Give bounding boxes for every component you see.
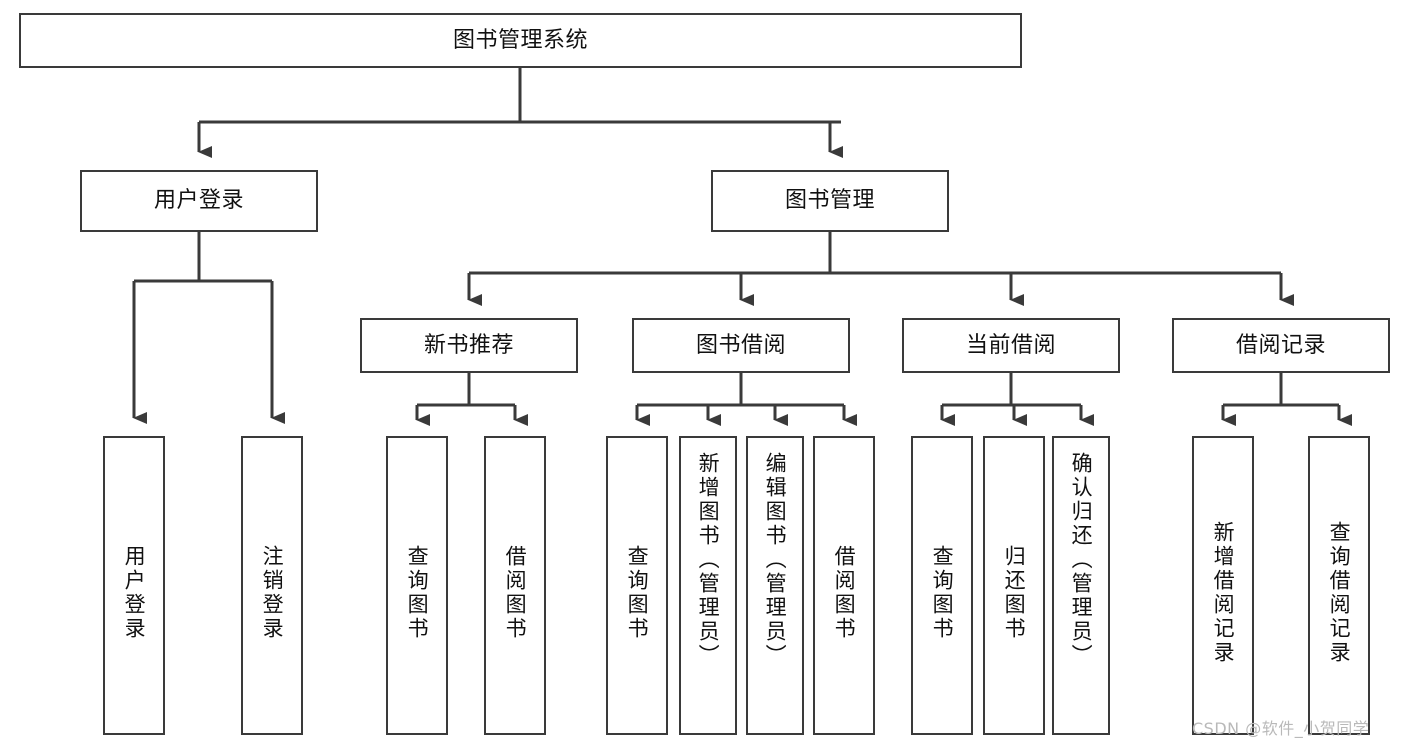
node-new-book-recommend-label: 新书推荐 — [423, 332, 514, 358]
leaf-user-login-label: 用户登录 — [122, 544, 147, 641]
leaf-query-book-rec[interactable]: 查询图书 — [386, 436, 448, 735]
leaf-query-book-borrow[interactable]: 查询图书 — [606, 436, 668, 735]
leaf-add-record-label: 新增借阅记录 — [1211, 520, 1236, 665]
node-new-book-recommend[interactable]: 新书推荐 — [360, 318, 578, 373]
node-root-label: 图书管理系统 — [452, 27, 588, 53]
leaf-query-record-label: 查询借阅记录 — [1327, 520, 1352, 665]
leaf-add-book[interactable]: 新增图书（管理员） — [679, 436, 737, 735]
leaf-edit-book[interactable]: 编辑图书（管理员） — [746, 436, 804, 735]
leaf-borrow-book-rec-label: 借阅图书 — [503, 544, 528, 641]
leaf-query-book-current[interactable]: 查询图书 — [911, 436, 973, 735]
node-user-login[interactable]: 用户登录 — [80, 170, 318, 232]
leaf-borrow-book[interactable]: 借阅图书 — [813, 436, 875, 735]
leaf-logout[interactable]: 注销登录 — [241, 436, 303, 735]
leaf-confirm-return[interactable]: 确认归还（管理员） — [1052, 436, 1110, 735]
leaf-logout-label: 注销登录 — [260, 544, 285, 641]
leaf-query-record[interactable]: 查询借阅记录 — [1308, 436, 1370, 735]
leaf-query-book-current-label: 查询图书 — [930, 544, 955, 641]
leaf-borrow-book-label: 借阅图书 — [832, 544, 857, 641]
leaf-query-book-rec-label: 查询图书 — [405, 544, 430, 641]
node-current-borrow-label: 当前借阅 — [965, 332, 1056, 358]
leaf-return-book[interactable]: 归还图书 — [983, 436, 1045, 735]
node-borrow-record[interactable]: 借阅记录 — [1172, 318, 1390, 373]
leaf-return-book-label: 归还图书 — [1002, 544, 1027, 641]
node-current-borrow[interactable]: 当前借阅 — [902, 318, 1120, 373]
node-book-management[interactable]: 图书管理 — [711, 170, 949, 232]
leaf-add-book-label: 新增图书（管理员） — [696, 452, 721, 668]
node-borrow-record-label: 借阅记录 — [1235, 332, 1326, 358]
node-user-login-label: 用户登录 — [153, 188, 244, 214]
leaf-query-book-borrow-label: 查询图书 — [625, 544, 650, 641]
node-book-borrow[interactable]: 图书借阅 — [632, 318, 850, 373]
node-book-management-label: 图书管理 — [784, 188, 875, 214]
leaf-user-login[interactable]: 用户登录 — [103, 436, 165, 735]
leaf-add-record[interactable]: 新增借阅记录 — [1192, 436, 1254, 735]
node-root[interactable]: 图书管理系统 — [19, 13, 1022, 68]
leaf-confirm-return-label: 确认归还（管理员） — [1069, 452, 1094, 668]
watermark-text: CSDN @软件_小贺同学 — [1192, 719, 1370, 738]
leaf-edit-book-label: 编辑图书（管理员） — [763, 452, 788, 668]
node-book-borrow-label: 图书借阅 — [695, 332, 786, 358]
leaf-borrow-book-rec[interactable]: 借阅图书 — [484, 436, 546, 735]
